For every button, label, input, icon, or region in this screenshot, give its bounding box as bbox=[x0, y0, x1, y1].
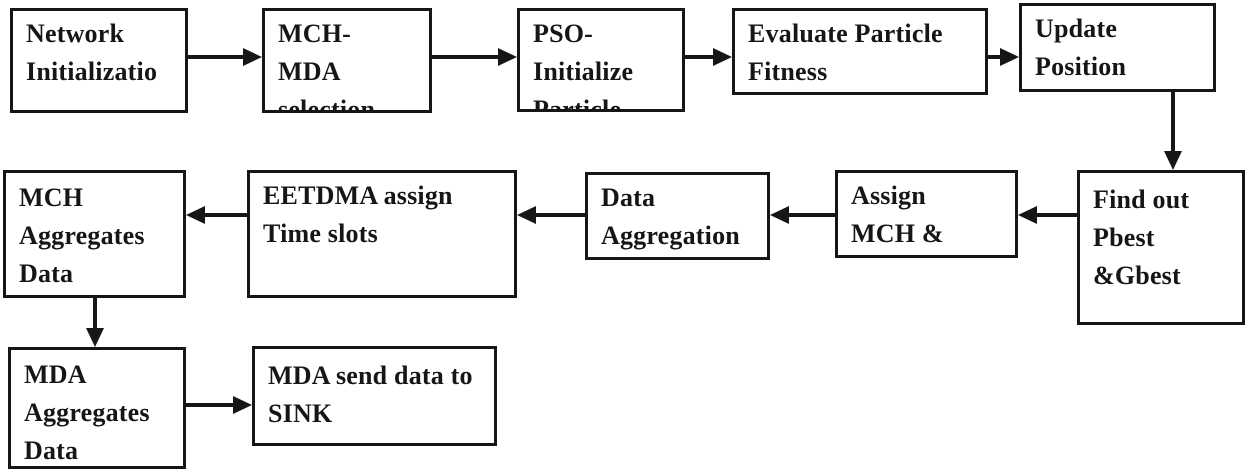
node-eetdma-assign-time-slots: EETDMA assign Time slots bbox=[247, 170, 517, 298]
node-mda-aggregates-data: MDA Aggregates Data bbox=[8, 347, 186, 469]
node-evaluate-particle-fitness: Evaluate Particle Fitness bbox=[732, 8, 988, 95]
arrow-mch-mda-to-pso-icon bbox=[432, 55, 498, 59]
node-mch-mda-selection: MCH- MDA selection bbox=[262, 8, 432, 113]
arrow-data-aggregation-to-eetdma-icon bbox=[536, 213, 585, 217]
node-network-initialization: Network Initializatio bbox=[10, 8, 188, 113]
node-pso-initialize-particle: PSO- Initialize Particle bbox=[517, 8, 685, 112]
arrow-update-to-find-out-icon bbox=[1171, 92, 1175, 151]
arrow-eetdma-to-mch-aggregates-icon bbox=[205, 213, 247, 217]
arrow-mch-aggregates-to-mda-aggregates-icon bbox=[93, 298, 97, 328]
node-assign-mch: Assign MCH & bbox=[835, 170, 1018, 258]
arrow-find-out-to-assign-icon bbox=[1037, 213, 1077, 217]
arrow-network-to-mch-mda-icon bbox=[188, 55, 243, 59]
node-find-out-pbest-gbest: Find out Pbest &Gbest bbox=[1077, 170, 1245, 325]
node-mch-aggregates-data: MCH Aggregates Data bbox=[3, 170, 186, 298]
arrow-assign-to-data-aggregation-icon bbox=[789, 213, 835, 217]
arrow-pso-to-evaluate-icon bbox=[685, 55, 713, 59]
arrow-mda-aggregates-to-sink-icon bbox=[186, 403, 233, 407]
node-mda-send-data-to-sink: MDA send data to SINK bbox=[252, 346, 497, 446]
node-data-aggregation: Data Aggregation bbox=[585, 172, 770, 260]
arrow-evaluate-to-update-icon bbox=[988, 55, 1000, 59]
node-update-position: Update Position bbox=[1019, 3, 1216, 92]
